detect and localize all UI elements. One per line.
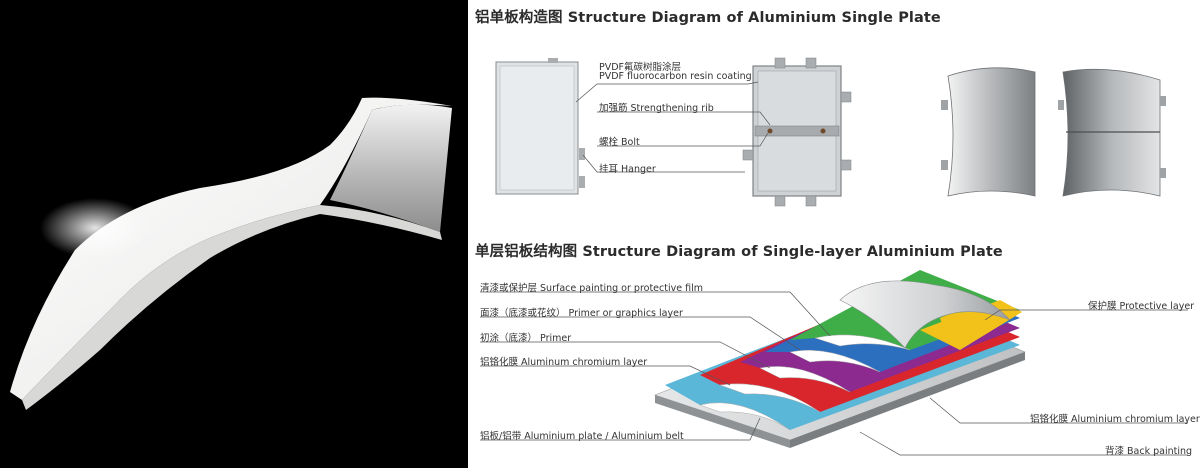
curved-panel-photo <box>0 0 468 468</box>
section1-title: 铝单板构造图 Structure Diagram of Aluminium Si… <box>475 10 941 26</box>
label-protective-layer: 保护膜 Protective layer <box>1088 301 1195 312</box>
section2-leaders <box>480 291 1188 456</box>
highlight-glow <box>40 198 150 258</box>
label-chromium-right: 铝铬化膜 Aluminium chromium layer <box>1030 414 1200 425</box>
label-bolt: 螺栓 Bolt <box>599 137 640 148</box>
label-strengthening-rib: 加强筋 Strengthening rib <box>599 103 714 114</box>
curved-panels-view <box>941 67 1166 197</box>
label-primer-graphics: 面漆（底漆或花纹） Primer or graphics layer <box>480 308 683 319</box>
label-surface-painting: 清漆或保护层 Surface painting or protective fi… <box>480 283 703 294</box>
plate-back-view <box>742 57 852 207</box>
label-coating-en: PVDF fluorocarbon resin coating <box>599 71 752 82</box>
label-coating-cn: PVDF氟碳树脂涂层 <box>599 62 682 73</box>
label-primer: 初涂（底漆） Primer <box>480 333 572 344</box>
section1-leaders <box>575 81 771 173</box>
label-chromium-left: 铝铬化膜 Aluminum chromium layer <box>480 357 648 368</box>
panel-flange <box>22 205 442 410</box>
panel-inner-surface <box>330 104 452 232</box>
label-back-painting: 背漆 Back painting <box>1105 446 1193 457</box>
curved-panel-illustration <box>10 97 452 410</box>
label-hanger: 挂耳 Hanger <box>599 164 656 175</box>
layer-stack <box>654 270 1026 448</box>
section2-title: 单层铝板结构图 Structure Diagram of Single-laye… <box>475 244 1003 260</box>
label-aluminium-plate: 铝板/铝带 Aluminium plate / Aluminium belt <box>480 431 684 442</box>
plate-front-view <box>495 58 585 195</box>
